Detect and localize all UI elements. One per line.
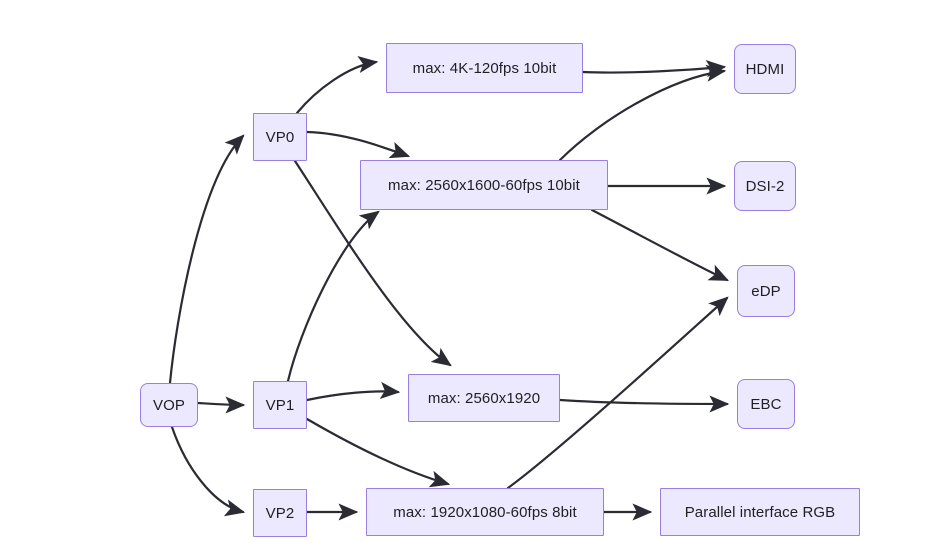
node-label-vp1: VP1: [265, 396, 295, 414]
node-vp0[interactable]: VP0: [253, 113, 307, 161]
node-label-edp: eDP: [751, 282, 781, 300]
edge-vop-to-vp2: [170, 425, 246, 517]
node-label-cap2560x1600: max: 2560x1600-60fps 10bit: [388, 176, 580, 194]
node-label-ebc: EBC: [750, 395, 782, 413]
node-label-cap2560x1920: max: 2560x1920: [427, 389, 541, 407]
node-vop[interactable]: VOP: [140, 383, 198, 427]
node-cap2560x1920[interactable]: max: 2560x1920: [408, 374, 560, 422]
node-label-vp0: VP0: [265, 128, 295, 146]
node-label-dsi2: DSI-2: [745, 177, 785, 195]
edge-vop-to-vp0: [168, 134, 245, 385]
node-label-vp2: VP2: [265, 504, 295, 522]
node-cap2560x1600[interactable]: max: 2560x1600-60fps 10bit: [360, 160, 608, 210]
node-cap1920x1080[interactable]: max: 1920x1080-60fps 8bit: [366, 488, 604, 536]
edge-cap2560x1600-to-edp: [590, 208, 729, 282]
edge-vop-to-vp1: [196, 396, 246, 414]
node-vp2[interactable]: VP2: [253, 489, 307, 537]
node-vp1[interactable]: VP1: [253, 381, 307, 429]
edge-cap2560x1600-to-hdmi: [558, 64, 727, 162]
node-label-cap1920x1080: max: 1920x1080-60fps 8bit: [393, 503, 577, 521]
node-label-vop: VOP: [153, 396, 185, 414]
node-label-prgb: Parallel interface RGB: [684, 503, 836, 521]
edge-vp0-to-cap2560x1600: [305, 130, 411, 159]
edge-vp0-to-cap4k: [295, 56, 379, 115]
edge-vp1-to-cap1920x1080: [305, 417, 451, 488]
node-prgb[interactable]: Parallel interface RGB: [660, 488, 860, 536]
node-hdmi[interactable]: HDMI: [734, 44, 796, 94]
node-label-cap4k: max: 4K-120fps 10bit: [412, 59, 557, 77]
edge-cap4k-to-hdmi: [581, 59, 727, 78]
node-dsi2[interactable]: DSI-2: [734, 161, 796, 211]
node-cap4k[interactable]: max: 4K-120fps 10bit: [386, 43, 583, 93]
node-label-hdmi: HDMI: [745, 60, 785, 78]
edge-vp1-to-cap2560x1600: [286, 210, 380, 383]
node-edp[interactable]: eDP: [737, 265, 795, 317]
edge-vp1-to-cap2560x1920: [305, 381, 401, 402]
node-ebc[interactable]: EBC: [737, 379, 795, 429]
edge-cap2560x1920-to-ebc: [558, 395, 730, 413]
